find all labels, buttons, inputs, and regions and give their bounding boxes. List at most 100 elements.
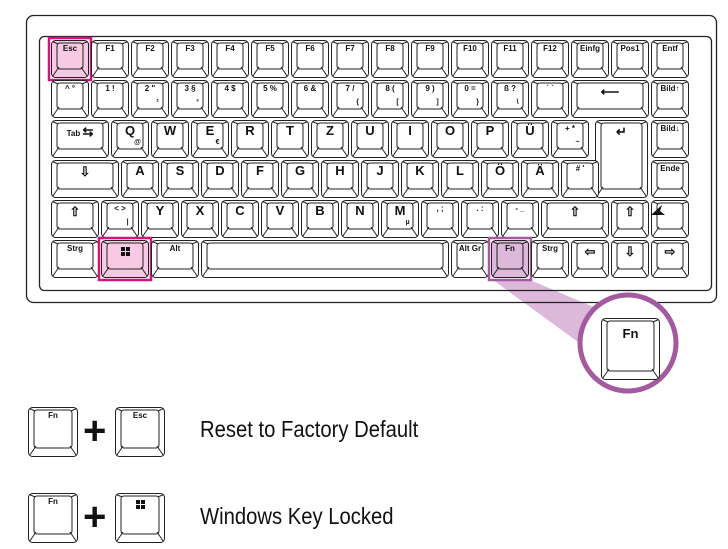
key-f10[interactable]: F10 (451, 40, 489, 78)
key-label: I (408, 123, 412, 138)
key-6[interactable]: 6 & (291, 80, 329, 118)
key-label: < > (114, 204, 126, 213)
key-f8[interactable]: F8 (371, 40, 409, 78)
key-d[interactable]: D (201, 160, 239, 198)
key-alt[interactable]: Alt (151, 240, 199, 278)
key-brand-logo[interactable] (651, 200, 689, 238)
key-f[interactable]: F (241, 160, 279, 198)
key-shift-arrow[interactable]: ⇧ (541, 200, 609, 238)
key-f12[interactable]: F12 (531, 40, 569, 78)
key[interactable]: ^ ° (51, 80, 89, 118)
key-f1[interactable]: F1 (91, 40, 129, 78)
key-f2[interactable]: F2 (131, 40, 169, 78)
key-label: Q (124, 123, 136, 138)
plus-sign: + (83, 409, 107, 453)
key-5[interactable]: 5 % (251, 80, 289, 118)
key-pos1[interactable]: Pos1 (611, 40, 649, 78)
key-k[interactable]: K (401, 160, 439, 198)
callout-fn-key[interactable]: Fn (601, 318, 660, 380)
key-backspace-arrow[interactable]: ⟵ (571, 80, 649, 118)
key[interactable]: # ' (561, 160, 599, 198)
key-caps-lock-arrow[interactable]: ⇩ (51, 160, 119, 198)
key-r[interactable]: R (231, 120, 269, 158)
key-x[interactable]: X (181, 200, 219, 238)
key[interactable]: ´ ` (531, 80, 569, 118)
key-b[interactable]: B (301, 200, 339, 238)
key-f11[interactable]: F11 (491, 40, 529, 78)
key-label: L (456, 163, 464, 178)
key-ä[interactable]: Ä (521, 160, 559, 198)
key-f7[interactable]: F7 (331, 40, 369, 78)
key-l[interactable]: L (441, 160, 479, 198)
key-label: ^ ° (64, 84, 76, 93)
key-3[interactable]: 3 §³ (171, 80, 209, 118)
key-space[interactable] (201, 240, 449, 278)
key-arrow-down[interactable]: ⇩ (611, 240, 649, 278)
key-f9[interactable]: F9 (411, 40, 449, 78)
key-v[interactable]: V (261, 200, 299, 238)
key[interactable]: , ; (421, 200, 459, 238)
key-s[interactable]: S (161, 160, 199, 198)
key-tab[interactable]: Tab ⇆ (51, 120, 109, 158)
key-y[interactable]: Y (141, 200, 179, 238)
key-o[interactable]: O (431, 120, 469, 158)
key-z[interactable]: Z (311, 120, 349, 158)
key-arrow-up[interactable]: ⇧ (611, 200, 649, 238)
key-enter-arrow[interactable]: ↵ (595, 120, 648, 198)
key-sublabel: ] (436, 99, 439, 106)
key[interactable]: . : (461, 200, 499, 238)
key-f3[interactable]: F3 (171, 40, 209, 78)
key-p[interactable]: P (471, 120, 509, 158)
shortcut-key-esc[interactable]: Esc (115, 407, 165, 457)
key-w[interactable]: W (151, 120, 189, 158)
key-einfg[interactable]: Einfg (571, 40, 609, 78)
shortcut-key-fn[interactable]: Fn (28, 493, 78, 543)
key-2[interactable]: 2 "² (131, 80, 169, 118)
key-strg[interactable]: Strg (531, 240, 569, 278)
key-entf[interactable]: Entf (651, 40, 689, 78)
key-ende[interactable]: Ende (651, 160, 689, 198)
key-bild[interactable]: Bild↓ (651, 120, 689, 158)
key-u[interactable]: U (351, 120, 389, 158)
key-label: S (175, 163, 185, 178)
key-sublabel: [ (396, 99, 399, 106)
key-ö[interactable]: Ö (481, 160, 519, 198)
key[interactable]: + *~ (551, 120, 589, 158)
key-7[interactable]: 7 /{ (331, 80, 369, 118)
key-g[interactable]: G (281, 160, 319, 198)
key-n[interactable]: N (341, 200, 379, 238)
shortcut-key-fn[interactable]: Fn (28, 407, 78, 457)
key-h[interactable]: H (321, 160, 359, 198)
key-t[interactable]: T (271, 120, 309, 158)
key-ß[interactable]: ß ?\ (491, 80, 529, 118)
key-j[interactable]: J (361, 160, 399, 198)
key-f5[interactable]: F5 (251, 40, 289, 78)
key-c[interactable]: C (221, 200, 259, 238)
key[interactable]: < >| (101, 200, 139, 238)
key-esc[interactable]: Esc (47, 36, 93, 82)
key-4[interactable]: 4 $ (211, 80, 249, 118)
key-a[interactable]: A (121, 160, 159, 198)
key[interactable]: - _ (501, 200, 539, 238)
key-bild[interactable]: Bild↑ (651, 80, 689, 118)
key-fn[interactable]: Fn (487, 236, 533, 282)
key-8[interactable]: 8 ([ (371, 80, 409, 118)
enter-arrow-icon: ↵ (616, 124, 627, 139)
key-9[interactable]: 9 )] (411, 80, 449, 118)
key-strg[interactable]: Strg (51, 240, 99, 278)
key-q[interactable]: Q@ (111, 120, 149, 158)
key-i[interactable]: I (391, 120, 429, 158)
shortcut-key-windows[interactable] (115, 493, 165, 543)
key-f6[interactable]: F6 (291, 40, 329, 78)
key-arrow-right[interactable]: ⇨ (651, 240, 689, 278)
key-arrow-left[interactable]: ⇦ (571, 240, 609, 278)
key-0[interactable]: 0 =} (451, 80, 489, 118)
key-f4[interactable]: F4 (211, 40, 249, 78)
key-e[interactable]: E€ (191, 120, 229, 158)
key-shift-arrow[interactable]: ⇧ (51, 200, 99, 238)
key-ü[interactable]: Ü (511, 120, 549, 158)
key-windows-logo[interactable] (97, 236, 153, 282)
key-1[interactable]: 1 ! (91, 80, 129, 118)
key-alt-gr[interactable]: Alt Gr (451, 240, 489, 278)
